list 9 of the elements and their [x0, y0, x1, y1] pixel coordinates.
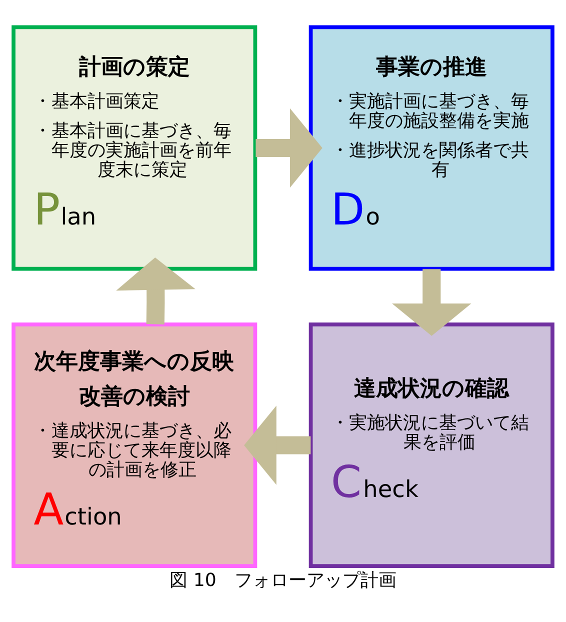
node-box: 次年度事業への反映改善の検討 ・達成状況に基づき、必要に応じて来年度以降の計画を修正 Action — [12, 322, 258, 568]
arrow — [244, 405, 311, 484]
arrow — [256, 108, 322, 188]
caption: 図 10 フォローアップ計画 — [170, 569, 396, 590]
arrow — [116, 256, 196, 324]
node-box: 計画の策定 ・基本計画策定 ・基本計画に基づき、毎年度の実施計画を前年度末に策定 Plan — [12, 24, 258, 270]
arrow — [392, 268, 472, 336]
node-box: 達成状況の確認 ・実施状況に基づいて結果を評価 Check — [308, 322, 554, 568]
node-box: 事業の推進 ・実施計画に基づき、毎年度の施設整備を実施 ・進捗状況を関係者で共有 Do — [308, 24, 554, 270]
